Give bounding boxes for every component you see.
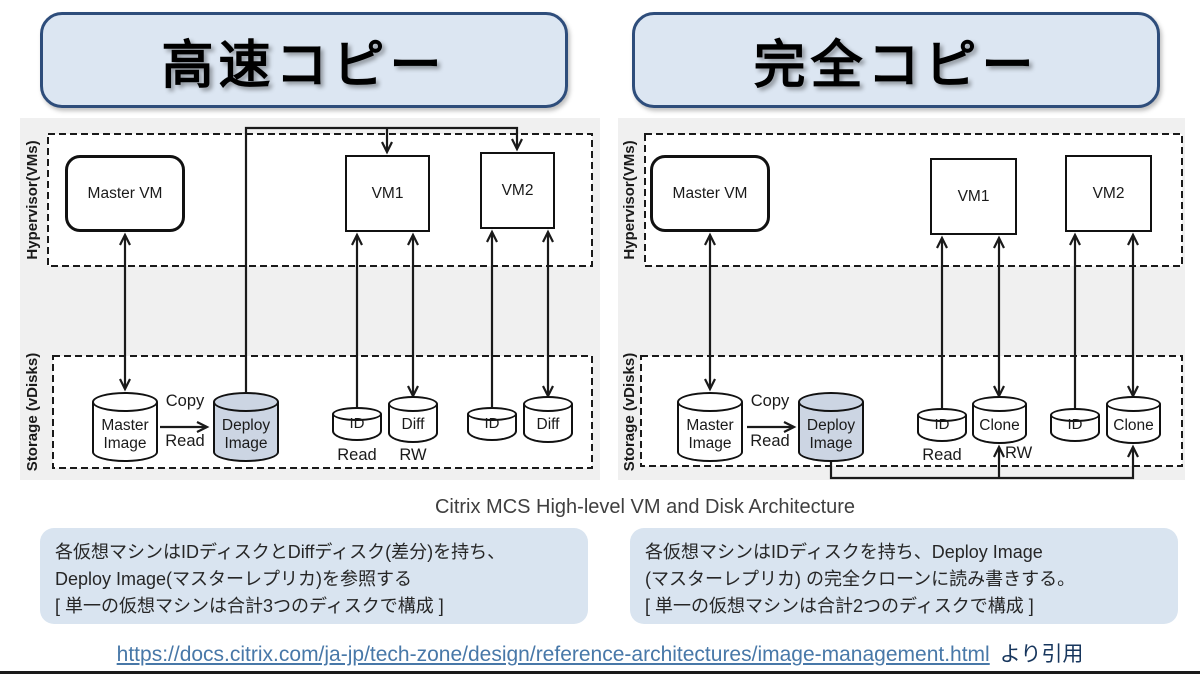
source-link[interactable]: https://docs.citrix.com/ja-jp/tech-zone/…: [116, 643, 990, 666]
arrow-deploy-to-clone2: [829, 444, 1139, 480]
diff-disk-label: Diff: [401, 416, 425, 434]
deploy-image-disk: Deploy Image: [213, 392, 279, 462]
full-copy-panel: Hypervisor(VMs) Storage (vDisks) Master …: [618, 118, 1185, 480]
deploy-image-label: Deploy Image: [221, 417, 271, 452]
bottom-border-line: [0, 671, 1200, 674]
id-read-label: Read: [922, 446, 962, 464]
full-copy-title-box: 完全コピー: [632, 12, 1160, 108]
id-disk-1: ID: [917, 408, 967, 442]
id-read-label: Read: [337, 446, 377, 464]
hypervisor-label: Hypervisor(VMs): [24, 140, 41, 260]
read-label: Read: [750, 432, 790, 450]
copy-label: Copy: [165, 392, 205, 410]
read-label: Read: [165, 432, 205, 450]
cylinder-body: [677, 402, 743, 462]
note-line: 各仮想マシンはIDディスクを持ち、Deploy Image: [645, 542, 1043, 562]
id-disk-2: ID: [467, 407, 517, 441]
cylinder-top: [798, 392, 864, 412]
source-citation: https://docs.citrix.com/ja-jp/tech-zone/…: [0, 638, 1200, 668]
storage-label: Storage (vDisks): [24, 352, 41, 472]
deploy-image-label: Deploy Image: [806, 417, 856, 452]
note-line: (マスターレプリカ) の完全クローンに読み書きする。: [645, 569, 1076, 589]
vm2-box: VM2: [480, 152, 555, 229]
clone-disk-1: Clone: [972, 396, 1027, 444]
fast-copy-note: 各仮想マシンはIDディスクとDiffディスク(差分)を持ち、 Deploy Im…: [40, 528, 588, 624]
master-image-disk: Master Image: [92, 392, 158, 462]
citation-suffix: より引用: [999, 643, 1084, 666]
master-image-label: Master Image: [101, 417, 149, 452]
note-line: [ 単一の仮想マシンは合計3つのディスクで構成 ]: [55, 596, 444, 616]
cylinder-body: [213, 402, 279, 462]
cylinder-top: [213, 392, 279, 412]
arrow-deploy-to-vm2: [244, 126, 523, 392]
diff-disk-2: Diff: [523, 396, 573, 443]
diff-rw-label: RW: [399, 446, 427, 464]
storage-label: Storage (vDisks): [621, 352, 638, 472]
id-disk-1: ID: [332, 407, 382, 441]
cylinder-body: [92, 402, 158, 462]
cylinder-top: [332, 407, 382, 421]
fast-copy-panel: Hypervisor(VMs) Storage (vDisks) Master …: [20, 118, 600, 480]
copy-label: Copy: [750, 392, 790, 410]
note-line: 各仮想マシンはIDディスクとDiffディスク(差分)を持ち、: [55, 542, 506, 562]
hypervisor-label: Hypervisor(VMs): [621, 140, 638, 260]
id-disk-label: ID: [1067, 415, 1083, 433]
cylinder-top: [677, 392, 743, 412]
master-image-disk: Master Image: [677, 392, 743, 462]
id-disk-2: ID: [1050, 408, 1100, 442]
full-copy-title: 完全コピー: [753, 36, 1039, 95]
note-line: [ 単一の仮想マシンは合計2つのディスクで構成 ]: [645, 596, 1034, 616]
cylinder-top: [917, 408, 967, 422]
id-disk-label: ID: [484, 414, 500, 432]
diagram-caption: Citrix MCS High-level VM and Disk Archit…: [434, 496, 856, 518]
cylinder-top: [92, 392, 158, 412]
master-vm-box: Master VM: [650, 155, 770, 232]
id-disk-label: ID: [349, 414, 365, 432]
note-line: Deploy Image(マスターレプリカ)を参照する: [55, 569, 413, 589]
diff-disk-label: Diff: [536, 416, 560, 434]
full-copy-note: 各仮想マシンはIDディスクを持ち、Deploy Image (マスターレプリカ)…: [630, 528, 1178, 624]
vm1-box: VM1: [345, 155, 430, 232]
master-image-label: Master Image: [686, 417, 734, 452]
fast-copy-title: 高速コピー: [161, 36, 447, 95]
deploy-image-disk: Deploy Image: [798, 392, 864, 462]
cylinder-body: [798, 402, 864, 462]
vm2-box: VM2: [1065, 155, 1152, 232]
fast-copy-title-box: 高速コピー: [40, 12, 568, 108]
clone-disk-label: Clone: [979, 416, 1020, 434]
vm1-box: VM1: [930, 158, 1017, 235]
diff-disk-1: Diff: [388, 396, 438, 443]
id-disk-label: ID: [934, 415, 950, 433]
cylinder-top: [1050, 408, 1100, 422]
master-vm-box: Master VM: [65, 155, 185, 232]
cylinder-top: [467, 407, 517, 421]
clone-disk-2: Clone: [1106, 396, 1161, 444]
clone-rw-label: RW: [1005, 444, 1033, 462]
clone-disk-label: Clone: [1113, 416, 1154, 434]
